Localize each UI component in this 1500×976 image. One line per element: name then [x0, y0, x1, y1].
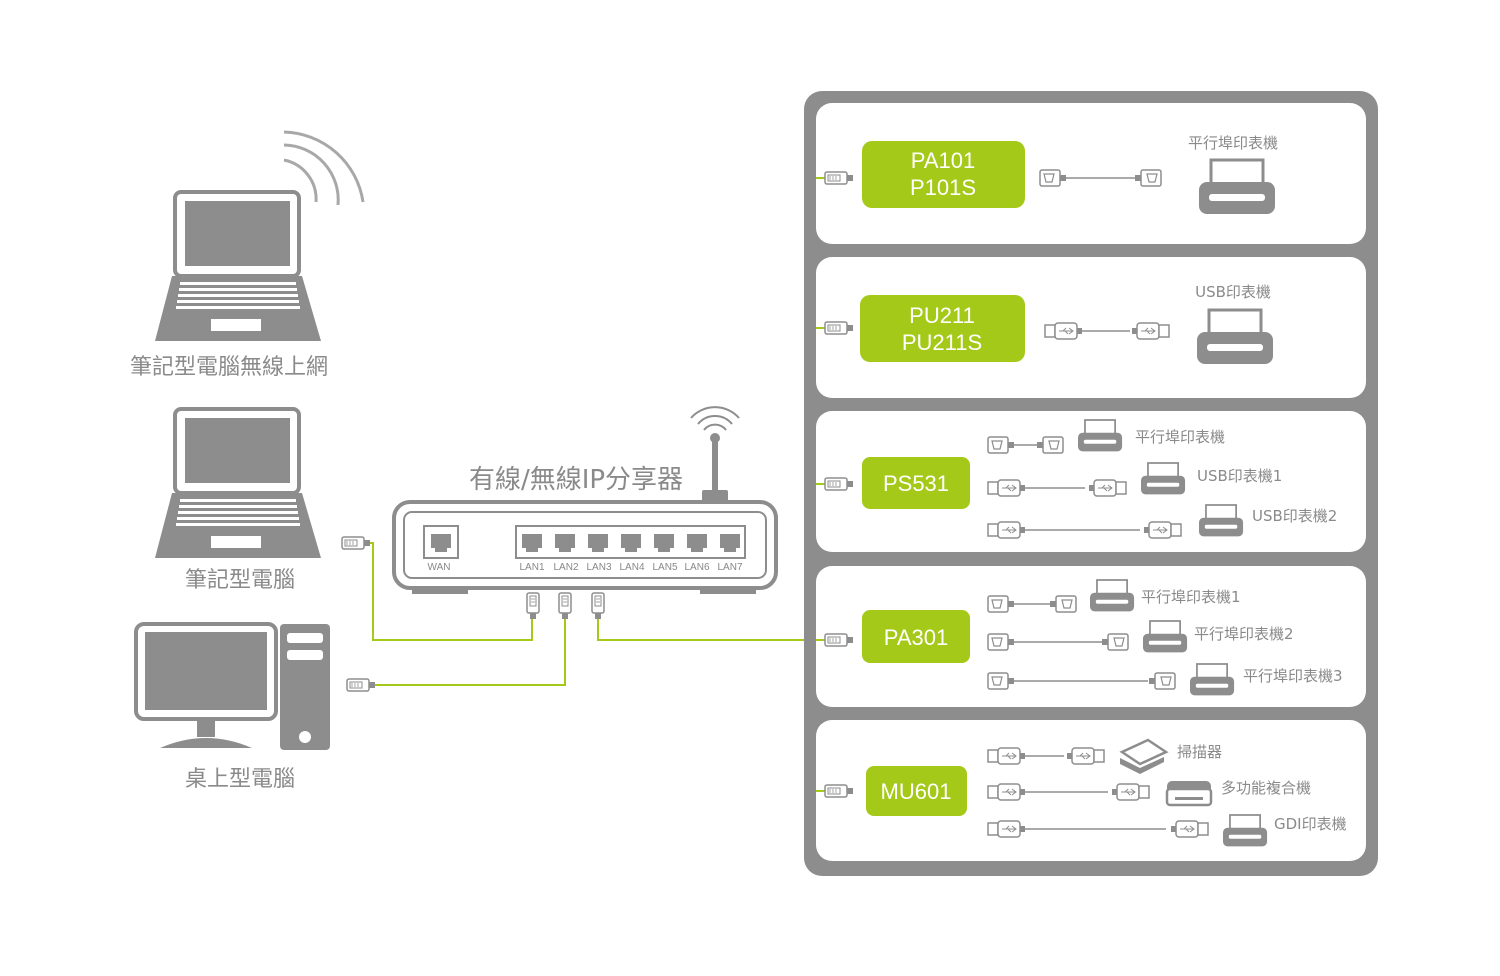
printer-icon: [1222, 814, 1268, 848]
lan-port-label: LAN3: [586, 562, 611, 573]
model-name: P101S: [910, 175, 976, 200]
desktop-computer-icon: [134, 622, 330, 750]
laptop-icon: [155, 407, 321, 558]
lan-port-label: LAN2: [553, 562, 578, 573]
laptop-label: 筆記型電腦: [185, 568, 295, 593]
lan-port-label: LAN4: [619, 562, 644, 573]
device-label: USB印表機2: [1252, 507, 1337, 525]
lan-port-label: LAN5: [652, 562, 677, 573]
panel-pa301: [816, 566, 1366, 707]
model-box-mu601: [866, 766, 967, 816]
usb-cable-icon: [987, 479, 1127, 497]
panel-rj45-icons: [816, 171, 854, 798]
rj45-plug-icon: [591, 592, 605, 620]
device-label: 平行埠印表機1: [1141, 588, 1241, 606]
model-box-ps531: [862, 457, 970, 509]
device-label: GDI印表機: [1274, 815, 1347, 833]
model-name: PA301: [884, 625, 948, 650]
printer-icon: [1189, 663, 1235, 697]
parallel-cable-icon: [987, 633, 1129, 651]
model-name: PA101: [911, 148, 975, 173]
device-label: 平行埠印表機: [1135, 428, 1225, 446]
usb-cable-icon: [987, 747, 1105, 765]
desktop-label: 桌上型電腦: [185, 767, 295, 792]
rj45-plug-icon: [341, 536, 371, 550]
model-name: PU211S: [902, 330, 982, 355]
rj45-plug-icon: [526, 592, 540, 620]
router-antenna-icon: [690, 406, 740, 504]
lan-port-label: LAN1: [519, 562, 544, 573]
network-cables: [368, 542, 815, 686]
router-device: WAN LAN1 LAN2 LAN3 LAN4 LAN5 LAN6 LAN7: [392, 500, 778, 594]
printer-icon: [1089, 579, 1135, 613]
parallel-cable-icon: [987, 436, 1064, 454]
device-label: USB印表機1: [1197, 467, 1282, 485]
device-label: 平行埠印表機3: [1243, 667, 1343, 685]
panel-mu601: [816, 720, 1366, 861]
printer-icon: [1195, 308, 1275, 366]
device-label: 掃描器: [1177, 743, 1222, 761]
device-label: 平行埠印表機: [1188, 134, 1278, 152]
laptop-wireless-icon: [155, 190, 321, 341]
model-name: PS531: [883, 471, 949, 496]
laptop-wireless-label: 筆記型電腦無線上網: [130, 355, 328, 380]
parallel-cable-icon: [1039, 169, 1162, 187]
device-label: 平行埠印表機2: [1194, 625, 1294, 643]
lan-port-label: LAN6: [684, 562, 709, 573]
printer-icon: [1077, 419, 1123, 453]
model-name: MU601: [881, 779, 952, 804]
model-box-pa301: [862, 610, 970, 663]
router-label: 有線/無線IP分享器: [469, 465, 683, 495]
usb-cable-icon: [987, 820, 1209, 838]
model-box-pu211: [860, 295, 1025, 362]
usb-cable-icon: [987, 521, 1182, 539]
usb-cable-icon: [987, 783, 1150, 801]
wifi-waves-icon: [283, 130, 365, 206]
model-box-pa101: [862, 141, 1025, 208]
printer-icon: [1142, 620, 1188, 654]
rj45-plug-icon: [558, 592, 572, 620]
usb-cable-icon: [1044, 322, 1170, 340]
wan-port-label: WAN: [428, 562, 451, 573]
parallel-cable-icon: [987, 595, 1077, 613]
printer-icon: [1198, 504, 1244, 538]
device-label: 多功能複合機: [1221, 779, 1311, 797]
scanner-icon: [1119, 738, 1169, 774]
printer-icon: [1140, 462, 1186, 496]
multifunction-printer-icon: [1165, 781, 1213, 807]
rj45-plug-icon: [346, 678, 376, 692]
lan-port-label: LAN7: [717, 562, 742, 573]
printer-icon: [1197, 158, 1277, 216]
model-name: PU211: [909, 303, 975, 328]
device-label: USB印表機: [1195, 283, 1271, 301]
parallel-cable-icon: [987, 672, 1176, 690]
